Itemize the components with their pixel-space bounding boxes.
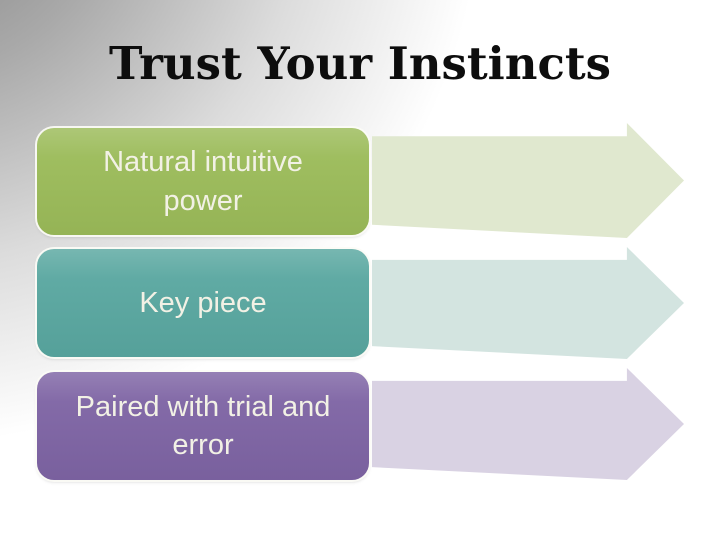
- process-step-label: Paired with trial and error: [75, 390, 331, 461]
- right-arrow-shape: [372, 368, 684, 480]
- process-step-label: Key piece: [139, 286, 267, 319]
- process-step-box-natural-intuitive-power: Natural intuitive power: [37, 128, 369, 235]
- process-step-label: Natural intuitive power: [103, 146, 303, 217]
- right-arrow-shape: [372, 247, 684, 359]
- right-arrow-shape: [372, 123, 684, 238]
- slide-title: Trust Your Instincts: [109, 37, 611, 90]
- process-step-box-paired-with-trial-and-error: Paired with trial and error: [37, 372, 369, 480]
- process-step-box-key-piece: Key piece: [37, 249, 369, 357]
